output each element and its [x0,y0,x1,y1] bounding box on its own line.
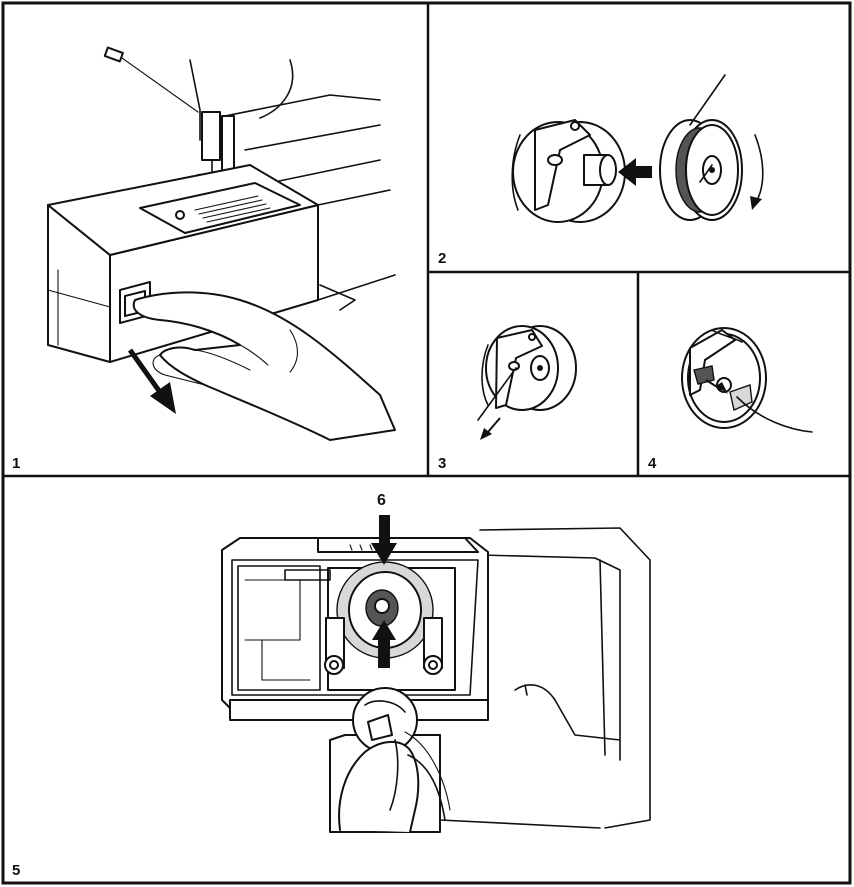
panel-5-illustration [221,515,651,833]
panel-2-label: 2 [438,250,447,267]
panel-2-illustration [511,74,764,223]
panel-5-label: 5 [12,862,21,879]
panel-3-label: 3 [438,455,447,472]
step-6-callout: 6 [377,492,386,509]
panel-4-illustration [681,327,813,433]
panel-3-illustration [477,325,577,440]
panel-1-label: 1 [12,455,21,472]
panel-1-illustration [47,46,396,441]
panel-4-label: 4 [648,455,657,472]
